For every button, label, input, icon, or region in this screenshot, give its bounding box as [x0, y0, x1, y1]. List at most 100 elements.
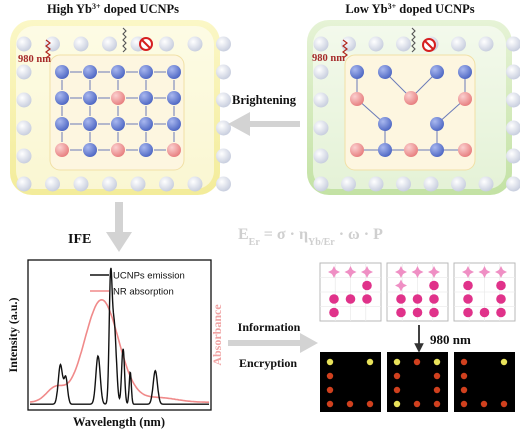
- lattice-ion: [16, 148, 32, 164]
- yb-ion: [458, 65, 472, 79]
- er-ion: [167, 143, 181, 157]
- chart-ylabel-right: Absorbance: [210, 304, 224, 366]
- yb-ion: [55, 65, 69, 79]
- yb-ion: [378, 65, 392, 79]
- emission-spot-red: [413, 400, 421, 408]
- lattice-ion: [478, 176, 494, 192]
- pattern-star-core: [398, 269, 404, 275]
- lattice-ion: [313, 120, 329, 136]
- lattice-ion: [102, 176, 117, 192]
- lattice-ion: [478, 36, 494, 52]
- yb-ion: [378, 143, 392, 157]
- lattice-ion: [423, 176, 439, 192]
- lattice-ion: [451, 176, 466, 192]
- low-yb-lattice: [313, 36, 520, 192]
- pattern-star-core: [414, 269, 421, 275]
- yb-ion: [55, 117, 69, 131]
- yb-ion: [83, 65, 97, 79]
- high-yb-title: High Yb3+ doped UCNPs: [47, 2, 179, 17]
- pattern-star-core: [498, 269, 504, 275]
- spectrum-chart: UCNPs emission NR absorption Wavelength …: [6, 259, 224, 429]
- er-ion: [111, 143, 125, 157]
- lattice-ion: [313, 176, 329, 192]
- prohibited-icon: [422, 38, 436, 52]
- er-ion: [111, 91, 125, 105]
- lattice-ion: [216, 92, 231, 108]
- pattern-dot: [362, 294, 372, 304]
- pattern-dot: [463, 307, 473, 318]
- er-ion: [404, 91, 418, 105]
- lattice-ion: [341, 176, 356, 192]
- pattern-dot: [496, 280, 506, 291]
- legend-label-absorption: NR absorption: [113, 287, 174, 298]
- pattern-dot: [496, 307, 506, 318]
- chart-plot-area: [29, 267, 209, 405]
- absorption-curve: [29, 298, 209, 403]
- yb-ion: [167, 117, 181, 131]
- chart-ylabel: Intensity (a.u.): [6, 297, 20, 372]
- lattice-ion: [341, 36, 356, 52]
- lattice-ion: [216, 64, 231, 80]
- low-yb-core: [344, 54, 476, 171]
- yb-ion: [83, 91, 97, 105]
- legend-label-emission: UCNPs emission: [113, 271, 185, 282]
- lattice-ion: [16, 92, 32, 108]
- ife-label: IFE: [68, 232, 91, 247]
- brightening-label: Brightening: [232, 93, 297, 107]
- chart-legend: UCNPs emission NR absorption: [90, 271, 185, 298]
- pattern-dot: [429, 280, 439, 291]
- excitation-label: 980 nm: [430, 332, 471, 347]
- yb-ion: [139, 143, 153, 157]
- lattice-ion: [187, 36, 203, 52]
- lattice-ion: [313, 92, 329, 108]
- excitation-down-arrow: 980 nm: [414, 325, 471, 353]
- emission-spot-red: [346, 400, 354, 408]
- pattern-star-core: [347, 269, 354, 275]
- pattern-dot: [345, 294, 356, 304]
- encryption-arrow: Information Encryption: [228, 320, 318, 370]
- lattice-ion: [451, 36, 466, 52]
- lattice-ion: [506, 92, 520, 108]
- left-arrow-icon: [228, 112, 300, 136]
- yb-ion: [167, 65, 181, 79]
- high-yb-ion-network: [55, 65, 181, 157]
- yb-ion: [139, 91, 153, 105]
- wavy-excitation-icon: [342, 39, 348, 59]
- pattern-card-1: [319, 262, 382, 322]
- lattice-ion: [506, 120, 520, 136]
- pattern-card-2: [386, 262, 449, 322]
- pattern-card-3: [453, 262, 516, 322]
- lattice-ion: [216, 176, 231, 192]
- prohibited-icon: [139, 37, 153, 51]
- yb-ion: [83, 143, 97, 157]
- er-ion: [350, 92, 364, 106]
- brightening-arrow: Brightening: [228, 93, 300, 136]
- emission-card-2: [387, 352, 448, 412]
- low-yb-panel: Low Yb3+ doped UCNPs 980 nm: [307, 2, 520, 195]
- lattice-ion: [159, 36, 174, 52]
- lattice-ion: [16, 36, 32, 52]
- lattice-ion: [368, 176, 384, 192]
- pattern-dot: [463, 280, 473, 291]
- emission-spot-red: [500, 400, 508, 408]
- pattern-dot: [496, 294, 506, 304]
- lattice-ion: [187, 176, 203, 192]
- yb-ion: [350, 65, 364, 79]
- emission-spot-red: [366, 400, 374, 408]
- encryption-patterns: [319, 262, 516, 412]
- er-ion: [458, 92, 472, 106]
- emission-spot-yellow: [393, 400, 401, 408]
- emission-spot-yellow: [393, 358, 401, 366]
- lattice-ion: [506, 148, 520, 164]
- pattern-star-core: [431, 269, 437, 275]
- wavy-emission-icon: [411, 27, 416, 53]
- lattice-ion: [396, 176, 411, 192]
- emission-spot-red: [326, 386, 334, 394]
- emission-spot-red: [433, 386, 441, 394]
- yb-ion: [55, 91, 69, 105]
- pattern-dot: [329, 307, 339, 318]
- pattern-dot: [362, 280, 372, 291]
- lattice-ion: [16, 176, 32, 192]
- er-ion: [458, 143, 472, 157]
- lattice-ion: [45, 176, 60, 192]
